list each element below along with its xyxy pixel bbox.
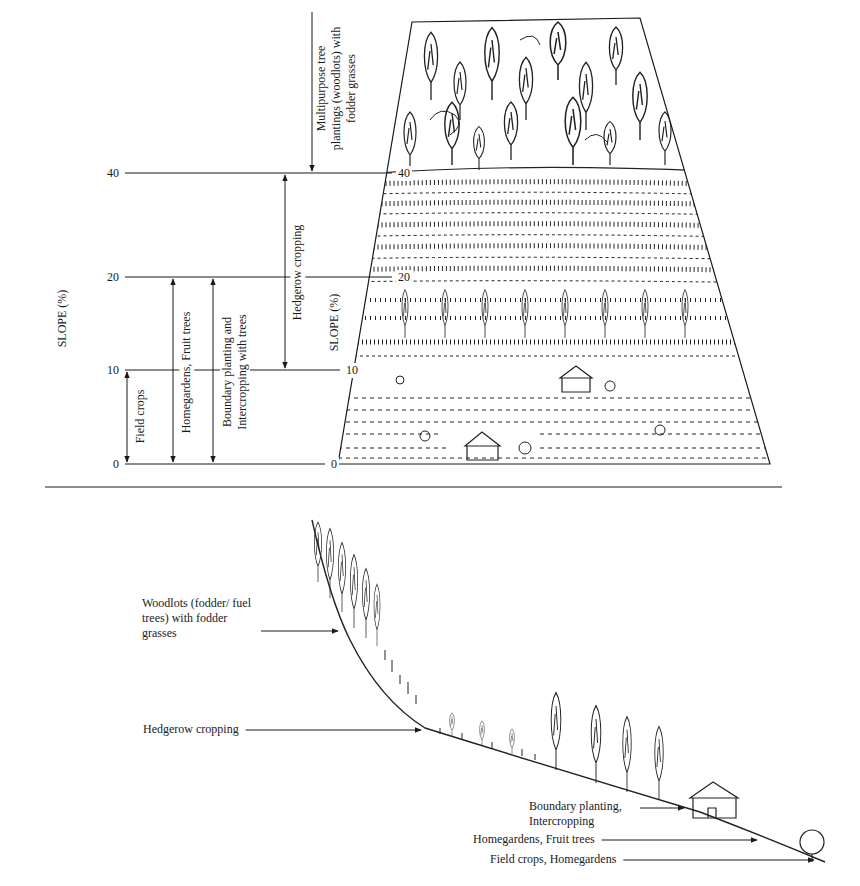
slope-value: 40 [396,166,412,181]
slope-value: 40 [105,166,121,181]
zone-label: Homegardens, Fruit trees [179,309,194,435]
level-lines [125,173,392,464]
slope-value: 0 [111,457,121,472]
zone-label: Multipurpose tree plantings (woodlots) w… [314,22,359,154]
leader-arrow [261,631,338,632]
zone-label: Boundary planting, Intercropping [527,799,635,829]
zone-label: Boundary planting and Intercropping with… [220,295,250,449]
slope-value: 0 [329,457,339,472]
zone-label: Hedgerow cropping [290,222,305,322]
slope-value: 20 [396,270,412,285]
hillside-profile [312,520,825,862]
slope-value: 10 [344,363,360,378]
leader-arrow [640,808,684,809]
zone-label: Field crops [133,387,148,445]
zone-label: Field crops, Homegardens [488,852,618,867]
axis-title: SLOPE (%) [55,287,70,349]
zone-label: Homegardens, Fruit trees [471,832,597,847]
leader-arrow [246,730,421,731]
axis-title: SLOPE (%) [327,291,342,353]
hillside-plan-view [330,18,780,464]
range-brackets [127,12,312,462]
zone-label: Hedgerow cropping [141,722,241,737]
leader-arrow [602,840,757,841]
zone-label: Woodlots (fodder/ fuel trees) with fodde… [140,596,256,641]
slope-value: 10 [105,363,121,378]
separator-line [45,487,782,488]
leader-arrows [246,631,814,860]
slope-value: 20 [105,270,121,285]
leader-arrow [623,860,814,861]
